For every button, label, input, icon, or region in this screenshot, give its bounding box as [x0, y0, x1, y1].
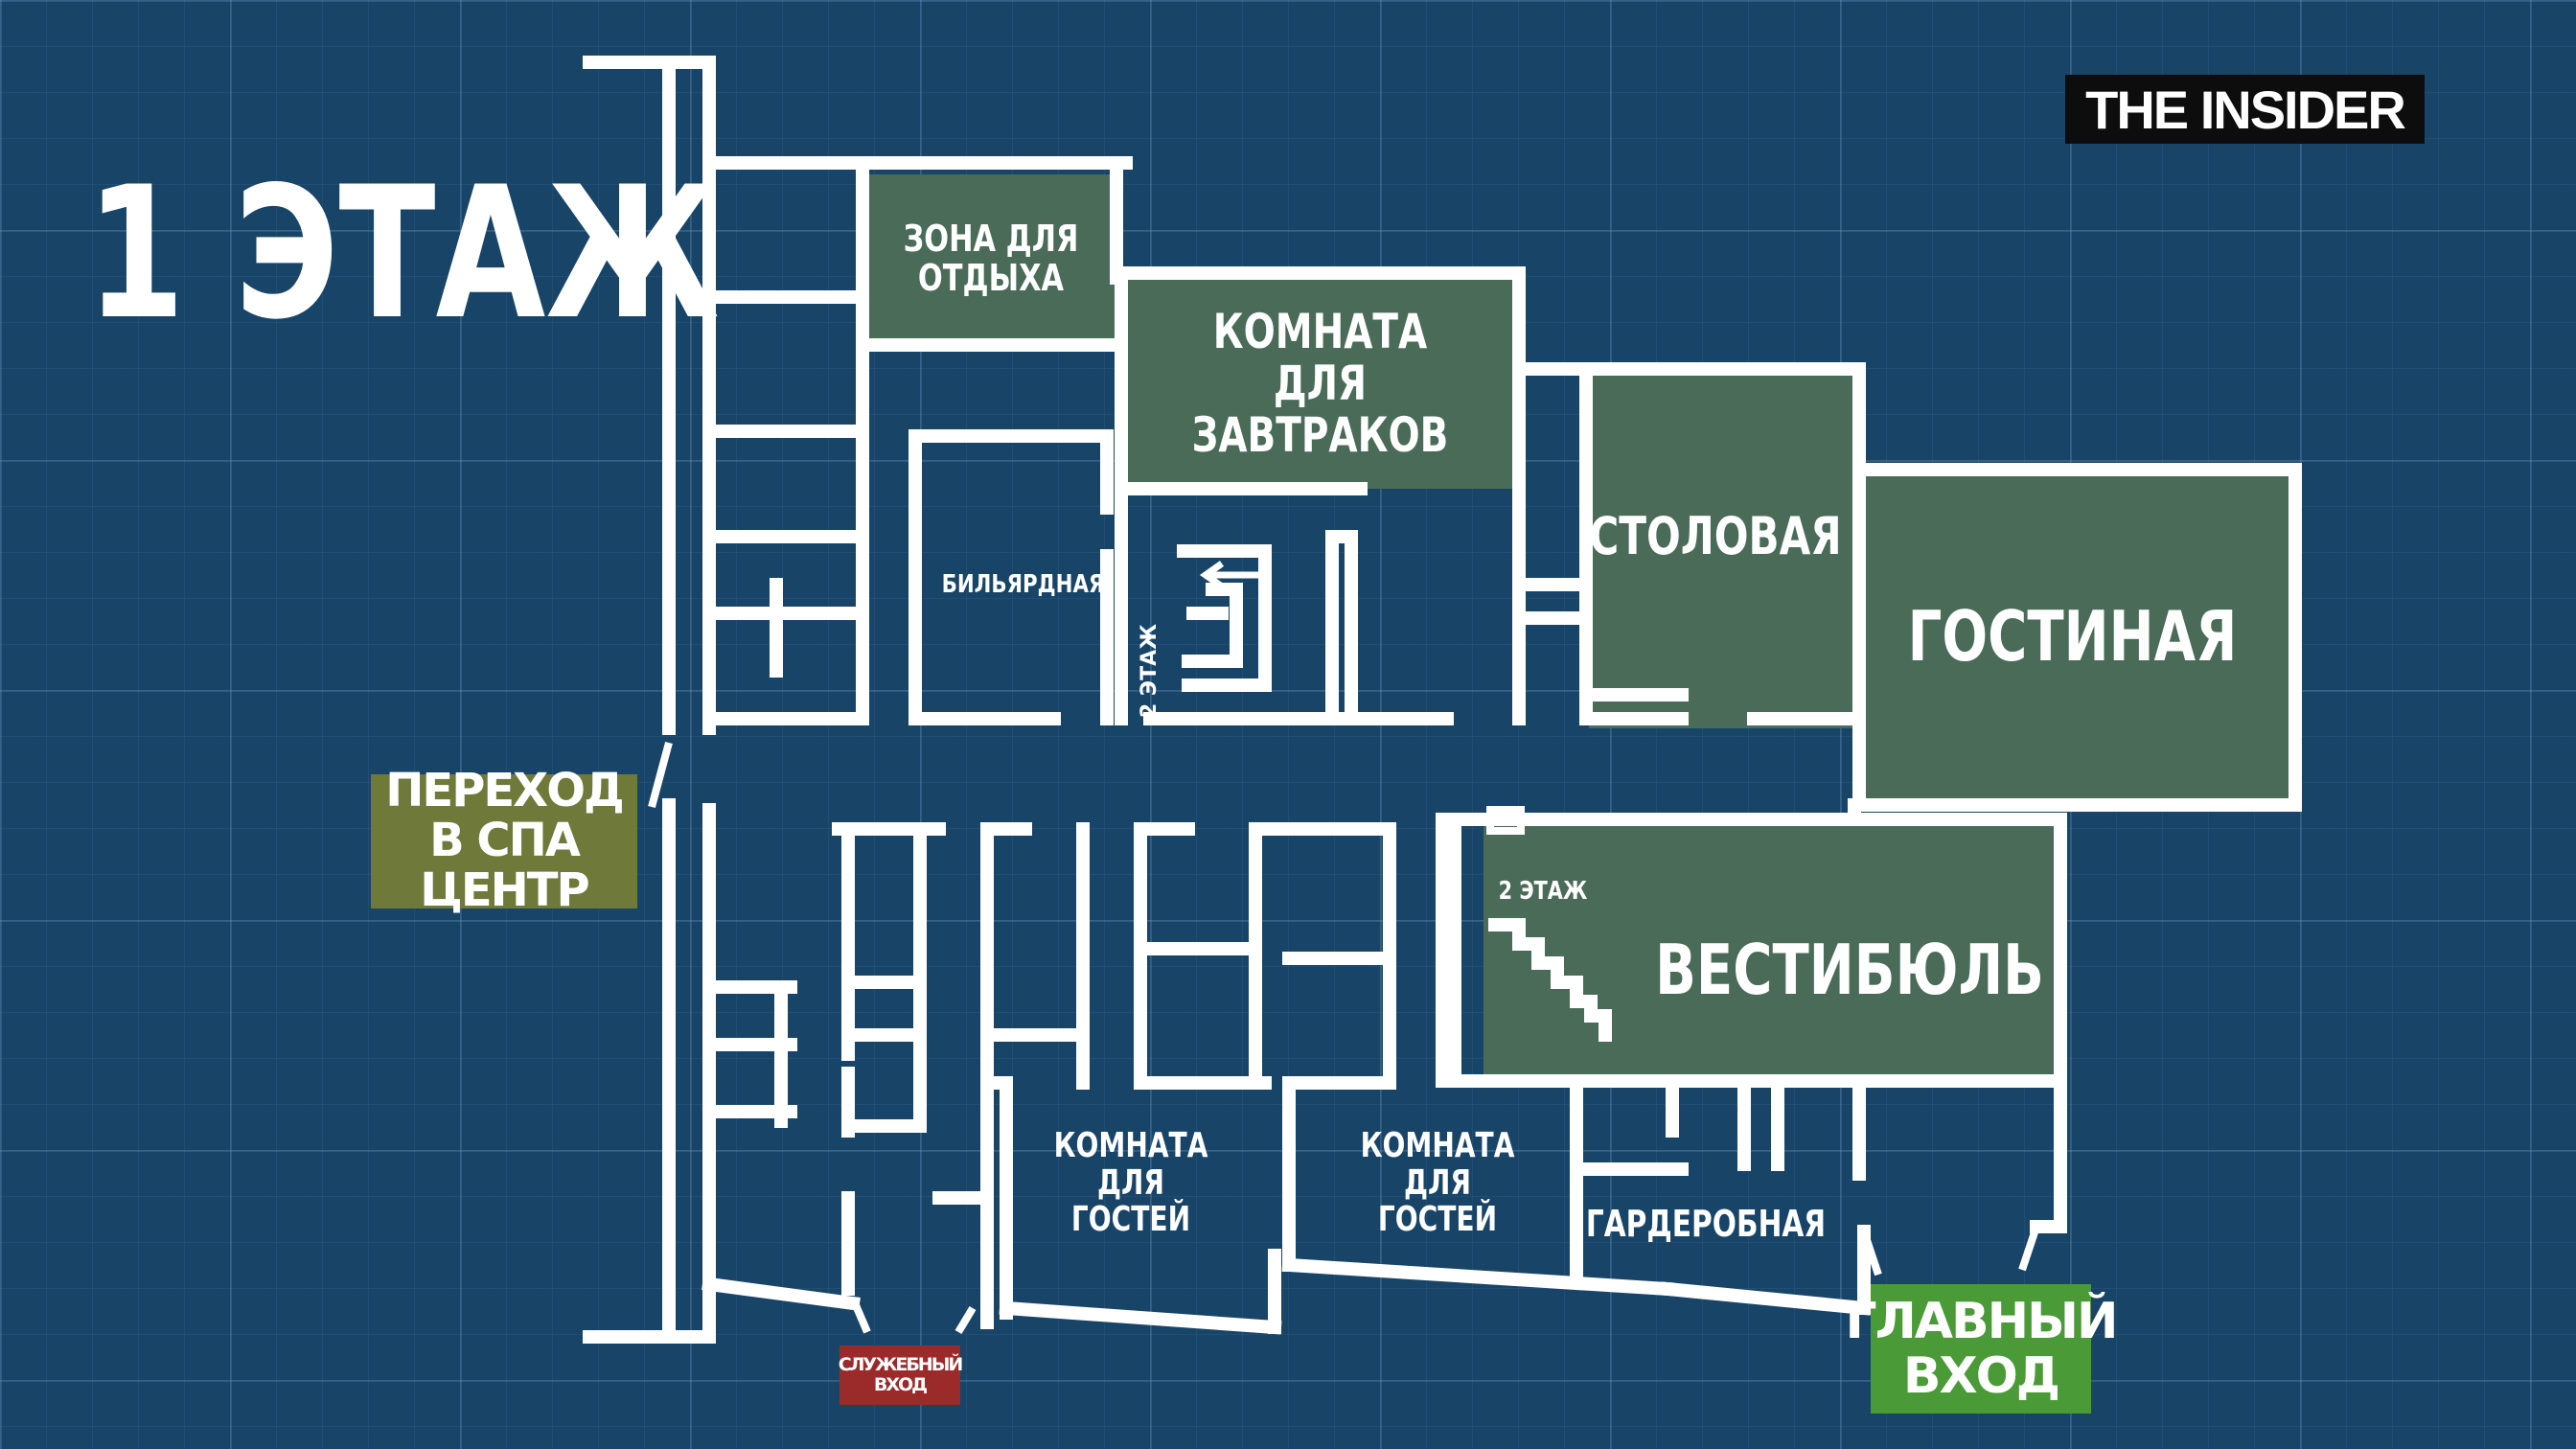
label-guest-room-1: КОМНАТА ДЛЯ ГОСТЕЙ	[1053, 1125, 1208, 1240]
label-dining: СТОЛОВАЯ	[1589, 505, 1842, 566]
label-cloakroom: ГАРДЕРОБНАЯ	[1585, 1202, 1827, 1245]
label-lounge: ЗОНА ДЛЯ ОТДЫХА	[903, 217, 1079, 299]
label-breakfast: КОМНАТА ДЛЯ ЗАВТРАКОВ	[1191, 304, 1449, 463]
label-billiard: БИЛЬЯРДНАЯ	[941, 569, 1105, 599]
label-guest-room-2: КОМНАТА ДЛЯ ГОСТЕЙ	[1360, 1125, 1515, 1240]
the-insider-logo: THE INSIDER	[2065, 75, 2425, 144]
lounge-area	[867, 174, 1115, 345]
label-living: ГОСТИНАЯ	[1907, 596, 2238, 678]
badge-service-entrance: СЛУЖЕБНЫЙ ВХОД	[839, 1346, 963, 1405]
badge-spa-passage: ПЕРЕХОД В СПА ЦЕНТР	[371, 766, 637, 915]
label-lobby: ВЕСТИБЮЛЬ	[1655, 929, 2044, 1010]
logo-text: THE INSIDER	[2085, 79, 2406, 140]
label-stairs-upper: 2 ЭТАЖ	[1138, 623, 1162, 719]
lobby-room	[1484, 822, 2057, 1081]
badge-main-entrance: ГЛАВНЫЙ ВХОД	[1845, 1284, 2119, 1414]
breakfast-room	[1121, 273, 1519, 489]
dining-room	[1589, 369, 1857, 728]
label-stairs-lobby: 2 ЭТАЖ	[1498, 876, 1588, 906]
floor-title: 1 ЭТАЖ	[86, 148, 720, 359]
living-room	[1854, 474, 2290, 805]
